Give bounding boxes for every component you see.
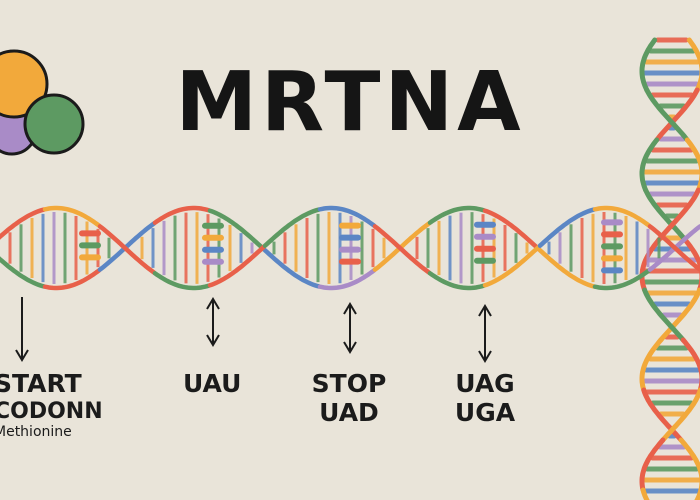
- double-arrow-icon: [206, 297, 220, 347]
- codon-bar: [474, 257, 496, 264]
- helix-strand: [372, 224, 432, 275]
- codon-bar: [79, 242, 101, 249]
- codon-bar: [474, 233, 496, 240]
- start-label-line3: Methionine: [0, 424, 72, 441]
- codon-bar: [601, 267, 623, 274]
- stop-label-line1: STOP: [311, 369, 387, 398]
- helix-strand: [97, 221, 157, 272]
- codon-bar: [202, 222, 224, 229]
- codon-bar: [79, 254, 101, 261]
- start-label-line2: CODONN: [0, 398, 103, 424]
- vertical-helix: [639, 37, 700, 500]
- codon-bar: [474, 245, 496, 252]
- helix-strand: [317, 268, 377, 291]
- vertical-helix-strand: [642, 287, 686, 343]
- vertical-helix-strand: [639, 137, 660, 193]
- helix-strand: [152, 205, 212, 225]
- vertical-helix-strand: [658, 287, 700, 343]
- codon-bar: [601, 231, 623, 238]
- helix-strand: [42, 268, 102, 291]
- helix-strand: [207, 244, 267, 288]
- codon-bar: [339, 246, 361, 253]
- uau-label: UAU: [183, 369, 242, 399]
- uau-label-line1: UAU: [183, 369, 242, 398]
- ribosome-circles-icon: [0, 49, 85, 156]
- codon-bar: [202, 258, 224, 265]
- helix-strand: [317, 205, 377, 228]
- codon-bar: [601, 219, 623, 226]
- helix-strand: [372, 221, 432, 272]
- vertical-helix-strand: [684, 137, 700, 193]
- vertical-helix-strand: [639, 37, 658, 93]
- helix-strand: [97, 224, 157, 275]
- vertical-helix-strand: [639, 237, 662, 293]
- vertical-helix-strand: [643, 187, 688, 243]
- helix-strand: [482, 208, 542, 252]
- helix-strand: [0, 256, 47, 289]
- vertical-helix-strand: [680, 337, 700, 393]
- stop-codon-label: STOP UAD: [309, 369, 389, 428]
- codon-bar: [339, 258, 361, 265]
- vertical-helix-strand: [686, 37, 700, 93]
- codon-bar: [339, 222, 361, 229]
- helix-strand: [592, 268, 652, 291]
- page-title: MRTNA: [175, 55, 525, 150]
- helix-strand: [207, 208, 267, 252]
- vertical-helix-strand: [656, 187, 700, 243]
- uag-label: UAG UGA: [450, 369, 520, 428]
- vertical-helix-strand: [654, 87, 700, 143]
- vertical-helix-strand: [678, 437, 700, 493]
- vertical-helix-strand: [639, 437, 666, 493]
- codon-bar: [474, 221, 496, 228]
- codon-bar: [601, 255, 623, 262]
- helix-strand: [152, 271, 212, 291]
- codon-bar: [339, 234, 361, 241]
- start-codon-label: START CODONN Methionine: [0, 369, 103, 441]
- horizontal-helix: [0, 205, 700, 291]
- codon-bar: [79, 230, 101, 237]
- vertical-helix-strand: [660, 387, 700, 443]
- helix-strand: [42, 205, 102, 228]
- helix-strand: [427, 271, 487, 291]
- helix-strand: [537, 207, 597, 248]
- start-arrow-down-icon: [15, 297, 29, 362]
- double-arrow-icon: [343, 302, 357, 354]
- helix-strand: [262, 207, 322, 248]
- double-arrow-icon: [478, 304, 492, 363]
- codon-bar: [202, 246, 224, 253]
- vertical-helix-strand: [682, 237, 700, 293]
- vertical-helix-strand: [640, 487, 650, 500]
- vertical-helix-strand: [694, 487, 700, 500]
- helix-strand: [0, 207, 47, 240]
- helix-strand: [262, 248, 322, 289]
- vertical-helix-strand: [644, 87, 690, 143]
- stop-label-line2: UAD: [319, 397, 379, 427]
- codon-bar: [601, 243, 623, 250]
- codon-bar: [202, 234, 224, 241]
- uag-label-line1: UAG: [455, 369, 515, 398]
- helix-strand: [427, 205, 487, 225]
- start-label-line1: START: [0, 369, 82, 398]
- helix-strand: [537, 248, 597, 289]
- helix-strand: [592, 205, 652, 228]
- helix-strand: [482, 244, 542, 288]
- helix-strand: [647, 224, 700, 272]
- vertical-helix-strand: [639, 337, 664, 393]
- uag-label-line2: UGA: [454, 397, 516, 427]
